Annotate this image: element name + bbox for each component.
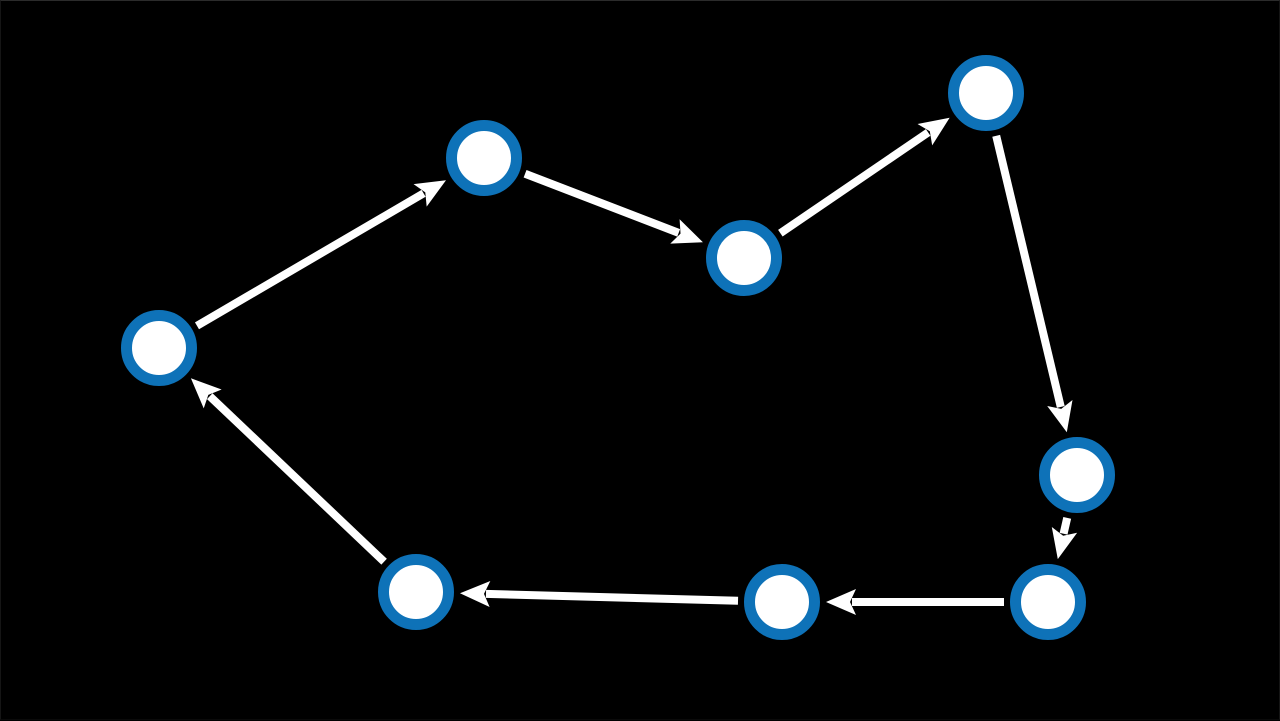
graph-edge[interactable] (778, 117, 950, 237)
graph-edge[interactable] (826, 589, 1004, 615)
graph-edge[interactable] (194, 180, 447, 330)
edge-arrowhead-icon (826, 589, 856, 615)
graph-edge[interactable] (523, 170, 703, 244)
edge-shaft (992, 134, 1065, 408)
graph-edge[interactable] (992, 134, 1073, 433)
edge-shaft (194, 189, 426, 330)
graph-node[interactable] (446, 120, 522, 196)
edge-shaft (1059, 517, 1072, 535)
node-circle (378, 554, 454, 630)
edge-shaft (778, 129, 931, 237)
edge-shaft (207, 393, 387, 565)
graph-node[interactable] (948, 55, 1024, 131)
node-circle (706, 220, 782, 296)
edge-shaft (485, 589, 739, 605)
node-circle (121, 310, 197, 386)
graph-node[interactable] (1010, 564, 1086, 640)
graph-edge[interactable] (190, 378, 387, 565)
graph-edge[interactable] (459, 581, 739, 608)
graph-edge[interactable] (1051, 517, 1078, 560)
node-circle (446, 120, 522, 196)
edge-arrowhead-icon (459, 581, 491, 608)
node-circle (1010, 564, 1086, 640)
edge-arrowhead-icon (1051, 526, 1078, 560)
graph-node[interactable] (121, 310, 197, 386)
graph-node[interactable] (744, 564, 820, 640)
graph-node[interactable] (1039, 437, 1115, 513)
graph-node[interactable] (378, 554, 454, 630)
node-circle (948, 55, 1024, 131)
edge-layer (190, 117, 1078, 615)
edge-arrowhead-icon (190, 378, 222, 409)
edge-arrowhead-icon (413, 180, 447, 207)
node-circle (1039, 437, 1115, 513)
node-circle (744, 564, 820, 640)
edge-arrowhead-icon (670, 219, 703, 244)
edge-arrowhead-icon (917, 117, 950, 146)
node-layer (121, 55, 1115, 640)
graph-node[interactable] (706, 220, 782, 296)
edge-shaft (523, 170, 681, 237)
edge-arrowhead-icon (1047, 400, 1073, 433)
